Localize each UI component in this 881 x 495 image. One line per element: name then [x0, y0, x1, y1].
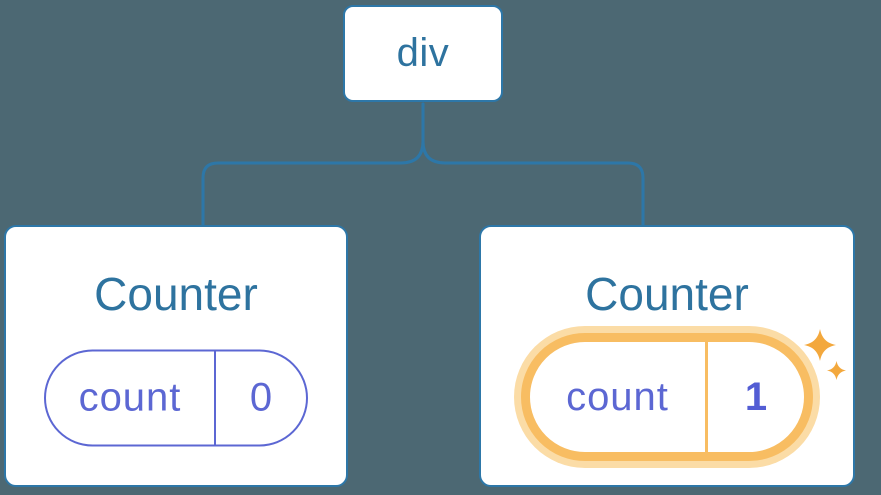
- counter-card-left: Counter count 0: [4, 225, 348, 487]
- state-value: 1: [744, 374, 768, 419]
- sparkle-large-icon: [804, 329, 836, 361]
- counter-card-right: Counter count 1: [479, 225, 855, 487]
- connector-branch-right: [421, 102, 645, 228]
- pill-divider: [214, 351, 216, 445]
- root-node: div: [343, 5, 503, 102]
- sparkle-small-icon: [827, 361, 846, 380]
- pill-divider: [705, 342, 708, 452]
- counter-title: Counter: [585, 268, 749, 320]
- state-key-label: count: [78, 375, 182, 420]
- counter-title: Counter: [94, 268, 258, 320]
- state-value: 0: [249, 375, 273, 420]
- root-node-label: div: [396, 31, 450, 75]
- state-pill: count 0: [44, 349, 308, 447]
- state-pill-highlighted: count 1: [521, 333, 813, 461]
- connector-branch-left: [201, 102, 425, 228]
- state-key-label: count: [566, 374, 669, 419]
